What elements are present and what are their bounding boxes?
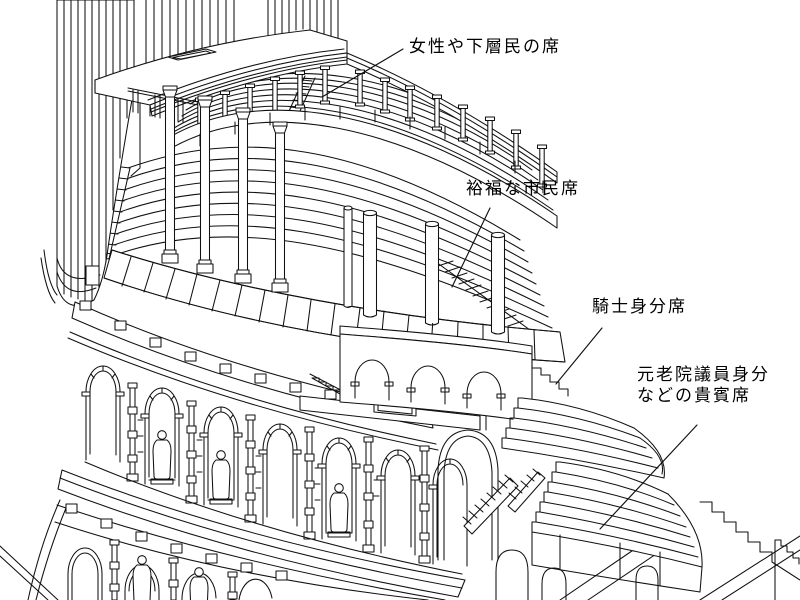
brickwork [137,419,380,501]
gallery-roof [94,29,348,126]
label-senators: 元老院議員身分 などの貴賓席 [637,364,770,406]
knights-seat-steps [501,397,665,479]
lower-corridor-arches [495,549,567,600]
statue [150,430,174,485]
leader-lines [321,48,698,530]
statue [130,555,154,600]
gallery-entablature [346,52,558,184]
leader-line-senators [599,424,698,530]
statue [187,567,211,600]
leader-line-upper-gallery [321,48,404,98]
label-senators-line2: などの貴賓席 [637,386,751,405]
section-interior [299,373,800,600]
roof-hatch-opening [167,48,217,61]
interior-stairs [462,468,546,535]
attic-wall-far-section [145,0,339,69]
vault-cut-steps [699,501,800,581]
leader-line-knights [555,327,603,385]
label-wealthy-citizens: 裕福な市民席 [466,179,580,198]
label-upper-gallery: 女性や下層民の席 [409,37,561,56]
interior-vault-arch [437,429,499,561]
gallery-colonnade [194,65,548,188]
portico-columns [161,85,506,335]
gallery-parapet [167,106,558,229]
upper-arcade-engaged-columns [126,382,431,564]
statue [327,483,351,538]
label-senators-line1: 元老院議員身分 [637,365,770,384]
cornice-band [57,469,466,598]
label-knights: 騎士身分席 [592,297,687,316]
statue [209,450,233,505]
substructure-stair [774,539,800,600]
senators-seat-steps [531,461,800,593]
upper-arcade-arches [81,365,468,567]
knights-tier-wall [339,325,571,428]
lower-arcade [0,499,446,600]
leader-line-wealthy-citizens [451,207,491,288]
